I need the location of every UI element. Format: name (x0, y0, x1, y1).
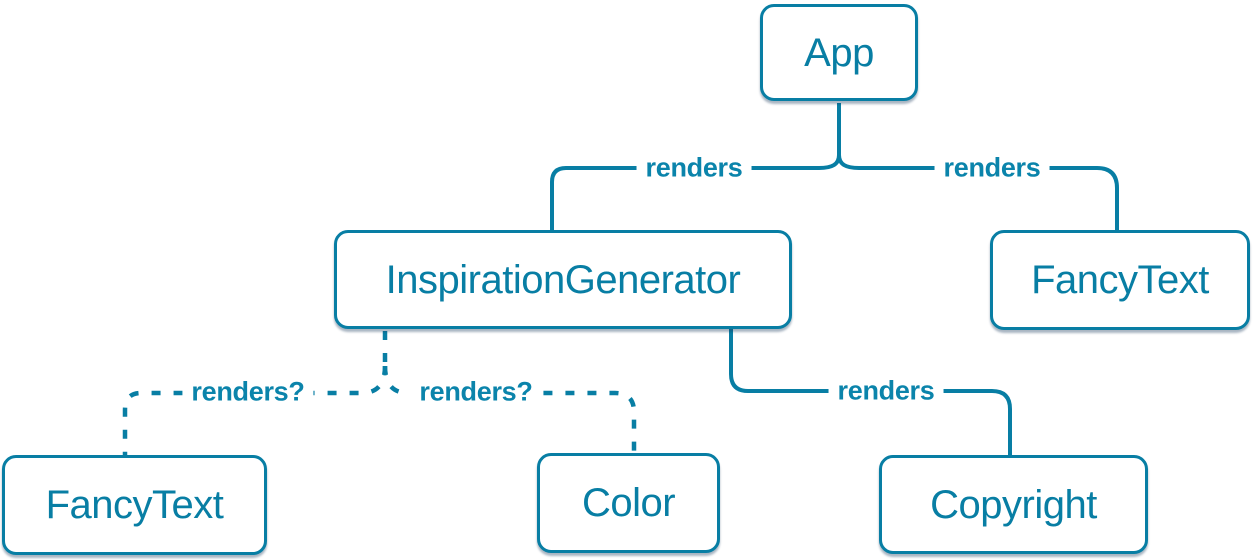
node-app-label: App (804, 30, 874, 75)
edge-label-renders-app-fancytext: renders (934, 151, 1050, 185)
node-copyright: Copyright (879, 455, 1148, 554)
node-inspiration-generator-label: InspirationGenerator (385, 257, 741, 302)
node-fancytext-bottom: FancyText (2, 455, 267, 555)
edge-inspirationgenerator-color-dashed (382, 365, 637, 455)
edge-label-renders-inspirationgenerator-color: renders? (410, 375, 542, 409)
node-fancytext-top-label: FancyText (1031, 258, 1209, 302)
edge-label-renders-inspirationgenerator-copyright: renders (828, 374, 944, 408)
node-color-label: Color (581, 481, 676, 525)
node-color: Color (537, 453, 720, 553)
node-fancytext-bottom-label: FancyText (45, 483, 224, 527)
node-inspiration-generator: InspirationGenerator (334, 230, 792, 329)
edge-label-renders-inspirationgenerator-fancytext: renders? (182, 375, 314, 409)
edge-app-fancytext (837, 154, 1119, 232)
edge-label-renders-app-inspirationgenerator: renders (636, 151, 752, 185)
node-copyright-label: Copyright (930, 482, 1097, 527)
node-fancytext-top: FancyText (990, 230, 1250, 330)
node-app: App (760, 4, 918, 101)
